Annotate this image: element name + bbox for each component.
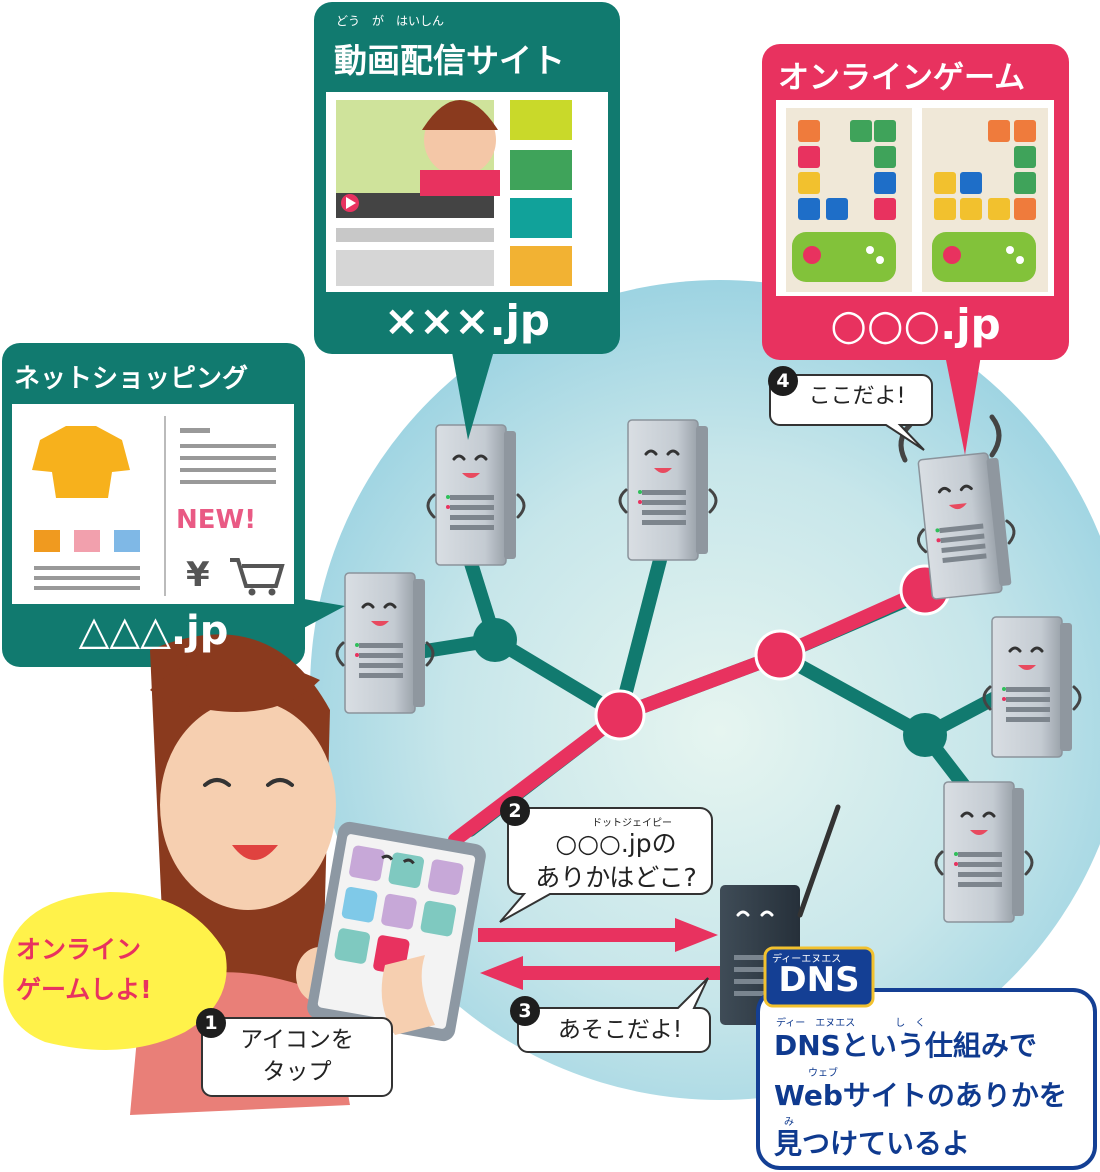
dns-label-box bbox=[763, 946, 875, 1008]
step4-text: ここだよ! bbox=[808, 384, 906, 409]
step2-number: 2 bbox=[500, 796, 530, 826]
server-shop bbox=[335, 571, 435, 715]
video-panel-title: 動画配信サイト bbox=[334, 41, 565, 80]
step2-text-line2: ありかはどこ? bbox=[535, 863, 697, 892]
video-callout-tail bbox=[448, 330, 500, 440]
game-blocks-right bbox=[934, 120, 1036, 220]
server-lower bbox=[934, 780, 1034, 924]
video-title-ruby: どう が はいしん bbox=[336, 14, 445, 28]
dns-line3-ruby: み bbox=[784, 1117, 794, 1128]
step1-text-line1: アイコンを bbox=[240, 1027, 354, 1053]
dns-explain-box bbox=[756, 988, 1097, 1170]
girl-speech-line1: オンライン bbox=[16, 935, 142, 964]
dns-line3: 見つけているよ bbox=[774, 1127, 971, 1160]
gamepad-left bbox=[792, 232, 896, 282]
step3-number: 3 bbox=[510, 996, 540, 1026]
girl-hand bbox=[381, 955, 435, 1035]
request-arrow bbox=[478, 918, 718, 952]
girl-speech-line2: ゲームしよ! bbox=[16, 975, 152, 1004]
step4-number: 4 bbox=[768, 366, 798, 396]
shop-domain: △△△.jp bbox=[78, 608, 229, 654]
server-right bbox=[982, 615, 1082, 759]
step3-text: あそこだよ! bbox=[557, 1017, 683, 1043]
video-domain: ×××.jp bbox=[384, 296, 550, 345]
game-domain: ○○○.jp bbox=[830, 300, 1001, 349]
route-path bbox=[448, 583, 932, 847]
shop-panel-title: ネットショッピング bbox=[14, 364, 249, 394]
step1-number: 1 bbox=[196, 1008, 226, 1038]
dns-line1: DNSという仕組みで bbox=[774, 1029, 1037, 1062]
dns-label-ruby: ディーエヌエス bbox=[772, 954, 842, 965]
shop-callout-tail bbox=[298, 598, 345, 630]
game-blocks-left bbox=[798, 120, 896, 220]
response-arrow bbox=[480, 956, 720, 990]
server-video bbox=[426, 423, 526, 567]
dns-line2-ruby: ウェブ bbox=[808, 1068, 838, 1079]
step2-text-line1: ○○○.jpの bbox=[555, 829, 677, 858]
yen-icon: ¥ bbox=[186, 555, 210, 595]
server-middle bbox=[618, 418, 718, 562]
game-panel-title: オンラインゲーム bbox=[778, 60, 1026, 96]
gamepad-right bbox=[932, 232, 1036, 282]
girl-speech-bubble bbox=[3, 892, 227, 1050]
game-callout-tail bbox=[940, 330, 985, 455]
shirt-icon bbox=[32, 426, 130, 498]
dns-line1-ruby: ディー エヌエス し く bbox=[776, 1018, 926, 1029]
dns-line2: Webサイトのありかを bbox=[774, 1079, 1067, 1112]
step1-text-line2: タップ bbox=[262, 1059, 332, 1085]
new-label: NEW! bbox=[176, 505, 257, 535]
cart-icon bbox=[230, 558, 285, 588]
step2-ruby: ドットジェイピー bbox=[592, 818, 672, 829]
dns-label: DNS bbox=[778, 960, 860, 1000]
